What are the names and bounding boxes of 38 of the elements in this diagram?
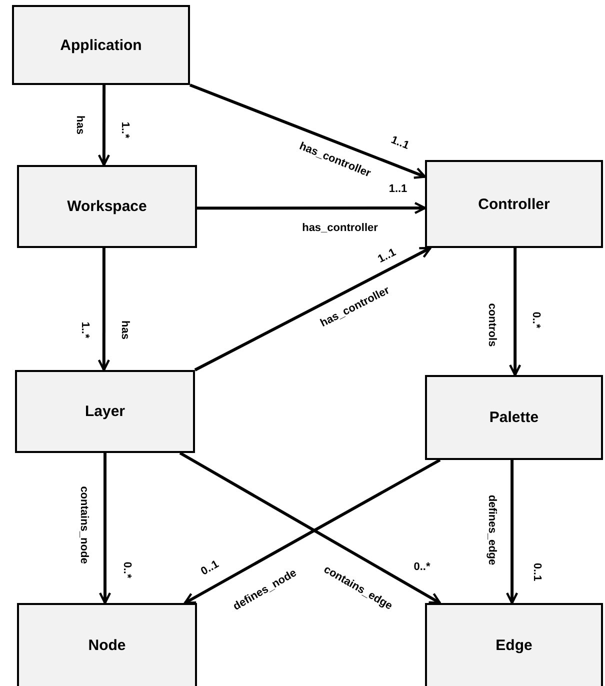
multiplicity-label: 0..*: [414, 561, 430, 573]
edge-label: has_controller: [302, 222, 378, 234]
multiplicity-label: 1..1: [389, 134, 411, 152]
class-box: [17, 603, 197, 686]
multiplicity-label: 0..1: [531, 562, 543, 582]
class-name: Node: [88, 637, 126, 654]
association-arrow: [194, 246, 432, 372]
class-box: [15, 370, 195, 453]
association-arrow: [197, 202, 426, 214]
association-arrow: [189, 84, 426, 179]
class-name: Palette: [489, 409, 539, 426]
association-arrow: [98, 85, 110, 166]
class-box: [17, 165, 197, 248]
multiplicity-label: 0..*: [121, 562, 133, 578]
multiplicity-label: 1..*: [79, 322, 91, 338]
multiplicity-label: 0..*: [530, 312, 542, 328]
class-name: Application: [60, 36, 142, 54]
edge-label: has: [74, 116, 86, 134]
class-box: [425, 375, 603, 460]
multiplicity-label: 1..1: [388, 183, 408, 195]
class-box: [425, 160, 603, 248]
class-box: [425, 603, 603, 686]
multiplicity-label: 1..1: [376, 246, 398, 266]
association-arrow: [98, 453, 112, 604]
multiplicity-label: 0..1: [199, 558, 221, 578]
edge-label: controls: [486, 303, 498, 347]
class-name: Layer: [84, 403, 126, 420]
class-name: Edge: [496, 637, 532, 654]
edge-label: defines_edge: [486, 494, 498, 566]
edge-label: has: [119, 320, 131, 340]
association-arrow: [506, 460, 518, 604]
class-box: [12, 5, 190, 85]
class-name: Controller: [478, 196, 550, 212]
association-arrow: [98, 248, 110, 372]
association-arrow: [508, 248, 522, 376]
multiplicity-label: 1..*: [119, 122, 131, 138]
class-name: Workspace: [67, 198, 147, 215]
edge-label: contains_node: [78, 486, 90, 564]
